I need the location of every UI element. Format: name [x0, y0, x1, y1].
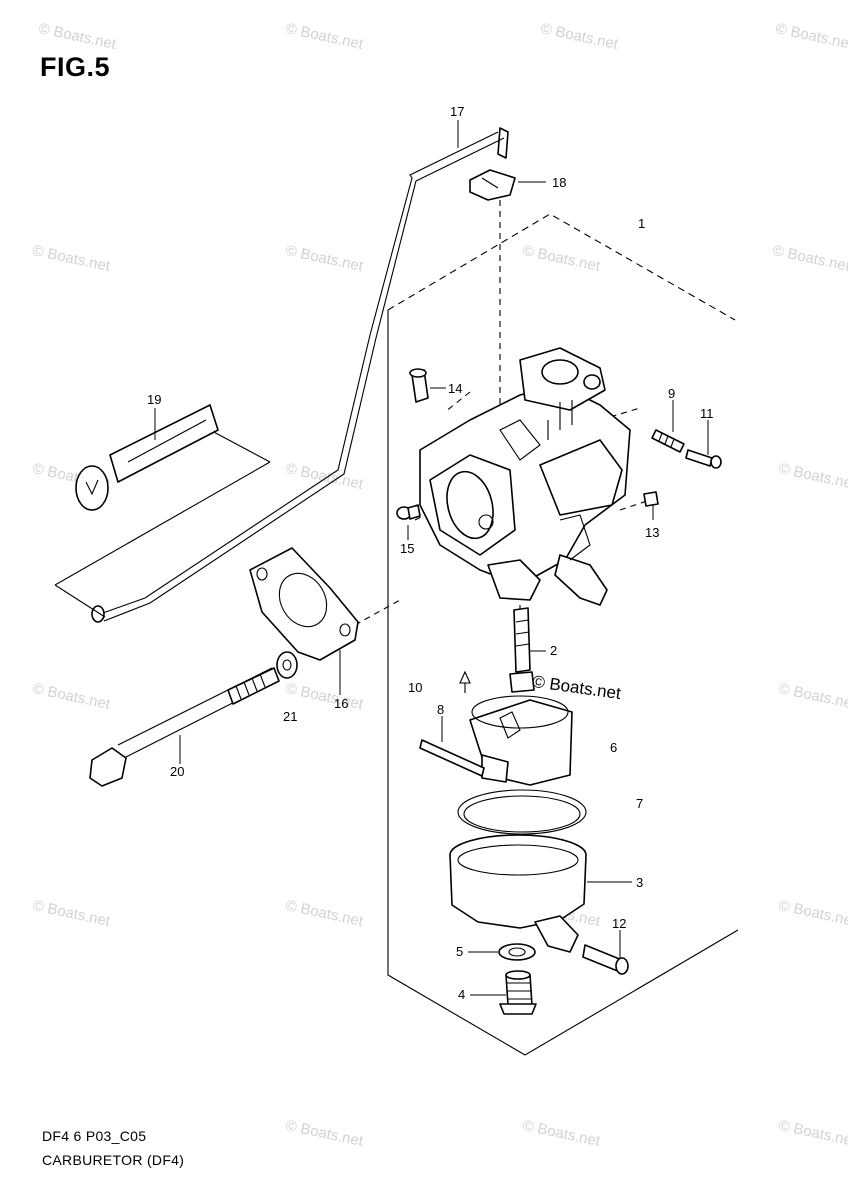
- callout-2: 2: [550, 643, 557, 658]
- callout-12: 12: [612, 916, 626, 931]
- float-bowl: [449, 834, 587, 953]
- rod-clip: [469, 169, 516, 201]
- callout-6: 6: [610, 740, 617, 755]
- callout-21: 21: [283, 709, 297, 724]
- carburetor-body: [419, 347, 631, 606]
- o-ring: [457, 789, 587, 835]
- callout-13: 13: [645, 525, 659, 540]
- screw-15: [396, 504, 421, 520]
- callouts: 1 2 3 4 5 6 7 8 9 10 11 12 13 14 15 16 1…: [147, 104, 714, 1002]
- callout-10: 10: [408, 680, 422, 695]
- callout-18: 18: [552, 175, 566, 190]
- float: [469, 695, 573, 786]
- plug-13: [643, 491, 659, 507]
- leader-lines: [154, 120, 709, 996]
- choke-rod: [91, 127, 509, 623]
- callout-14: 14: [448, 381, 462, 396]
- callout-8: 8: [437, 702, 444, 717]
- stud-bolt: [89, 667, 280, 787]
- callout-17: 17: [450, 104, 464, 119]
- callout-4: 4: [458, 987, 465, 1002]
- callout-16: 16: [334, 696, 348, 711]
- callout-9: 9: [668, 386, 675, 401]
- callout-3: 3: [636, 875, 643, 890]
- drain-bolt: [499, 970, 537, 1015]
- figure-code: DF4 6 P03_C05: [42, 1128, 147, 1144]
- callout-1: 1: [638, 216, 645, 231]
- pilot-screw: [409, 368, 429, 403]
- callout-5: 5: [456, 944, 463, 959]
- spring: [651, 429, 685, 453]
- callout-20: 20: [170, 764, 184, 779]
- float-pin-arrow: [459, 670, 471, 693]
- float-pin: [419, 739, 485, 777]
- throttle-shaft: [54, 404, 271, 618]
- washer: [276, 651, 298, 679]
- callout-11: 11: [700, 406, 714, 421]
- callout-7: 7: [636, 796, 643, 811]
- main-jet: [509, 607, 535, 693]
- gasket: [249, 547, 359, 661]
- figure-title: FIG.5: [40, 52, 111, 82]
- drain-washer: [498, 943, 536, 961]
- assembly-outline: [387, 213, 739, 1056]
- figure-caption: CARBURETOR (DF4): [42, 1152, 185, 1168]
- drain-screw: [582, 944, 629, 975]
- callout-15: 15: [400, 541, 414, 556]
- callout-19: 19: [147, 392, 161, 407]
- adjusting-screw: [685, 449, 722, 469]
